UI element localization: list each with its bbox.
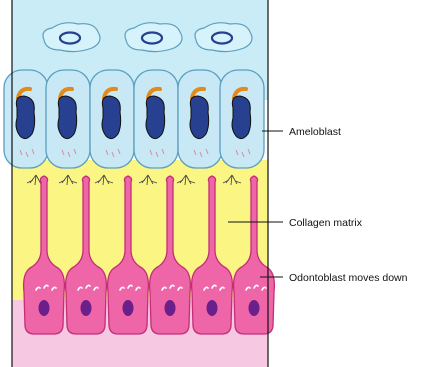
ameloblast-nucleus: [146, 96, 165, 139]
ameloblast-nucleus: [190, 96, 209, 139]
odontoblast-nucleus: [207, 300, 218, 316]
odontoblast-nucleus: [249, 300, 260, 316]
odontoblast-nucleus: [39, 300, 50, 316]
squamous-cell-group: [43, 23, 252, 52]
odontoblast-nucleus: [165, 300, 176, 316]
ameloblast-cell: [4, 70, 48, 168]
odontoblast-label: Odontoblast moves down: [289, 272, 408, 284]
ameloblast-label: Ameloblast: [289, 126, 341, 138]
ameloblast-cell: [46, 70, 90, 168]
collagen-matrix-label: Collagen matrix: [289, 217, 363, 229]
ameloblast-nucleus: [102, 96, 121, 139]
ameloblast-nucleus: [16, 96, 35, 139]
odontoblast-nucleus: [123, 300, 134, 316]
odontoblast-nucleus: [81, 300, 92, 316]
ameloblast-cell-group: [4, 70, 264, 168]
ameloblast-nucleus: [232, 96, 251, 139]
ameloblast-cell: [90, 70, 134, 168]
ameloblast-nucleus: [58, 96, 77, 139]
ameloblast-cell: [220, 70, 264, 168]
ameloblast-cell: [178, 70, 222, 168]
ameloblast-cell: [134, 70, 178, 168]
